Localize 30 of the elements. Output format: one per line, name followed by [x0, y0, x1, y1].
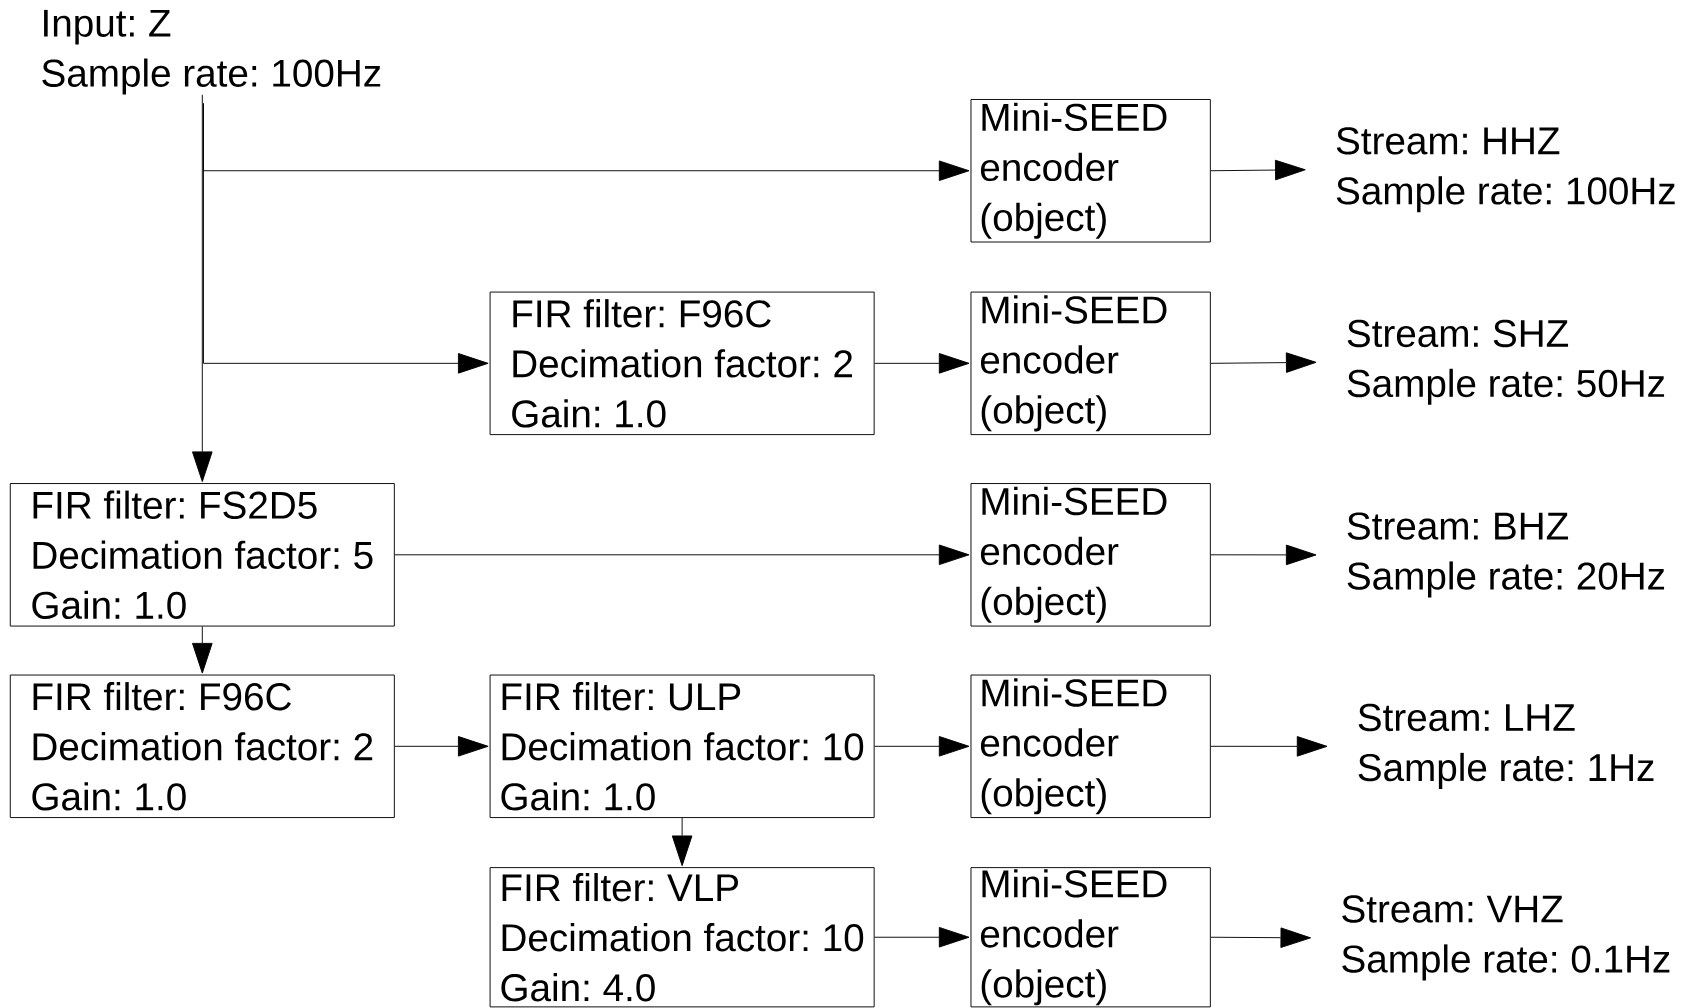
stream-label: Stream: LHZ Sample rate: 1Hz [1358, 703, 1654, 789]
stream-label: Stream: BHZ Sample rate: 20Hz [1347, 512, 1665, 598]
input-label: Input: Z Sample rate: 100Hz [42, 9, 381, 95]
arrow [1210, 352, 1317, 373]
arrow [1210, 736, 1328, 757]
filter-box: FIR filter: FS2D5 Decimation factor: 5 Gain: 1.0 [9, 483, 395, 627]
arrow [394, 736, 489, 757]
filter-box: FIR filter: F96C Decimation factor: 2 Gain: 1.0 [9, 674, 395, 819]
arrow [671, 817, 693, 867]
arrow [394, 544, 970, 566]
arrow [874, 736, 970, 757]
arrow [1210, 159, 1306, 181]
stream-label: Stream: VHZ Sample rate: 0.1Hz [1342, 895, 1670, 981]
arrow [203, 102, 489, 374]
arrow [192, 94, 213, 483]
stream-label: Stream: HHZ Sample rate: 100Hz [1336, 127, 1675, 213]
encoder-box: Mini-SEED encoder (object) [970, 867, 1211, 1008]
filter-box: FIR filter: VLP Decimation factor: 10 Gain: 4.0 [489, 867, 875, 1008]
encoder-box: Mini-SEED encoder (object) [970, 99, 1211, 243]
arrow [192, 626, 213, 674]
encoder-box: Mini-SEED encoder (object) [970, 291, 1211, 436]
encoder-box: Mini-SEED encoder (object) [970, 483, 1211, 627]
arrow [874, 353, 970, 374]
encoder-box: Mini-SEED encoder (object) [970, 674, 1211, 819]
stream-label: Stream: SHZ Sample rate: 50Hz [1347, 319, 1665, 405]
arrow [874, 926, 970, 948]
arrow [1210, 927, 1312, 948]
arrow [1210, 544, 1317, 566]
filter-box: FIR filter: ULP Decimation factor: 10 Gain: 1.0 [489, 674, 875, 819]
filter-box: FIR filter: F96C Decimation factor: 2 Gain: 1.0 [489, 291, 875, 436]
